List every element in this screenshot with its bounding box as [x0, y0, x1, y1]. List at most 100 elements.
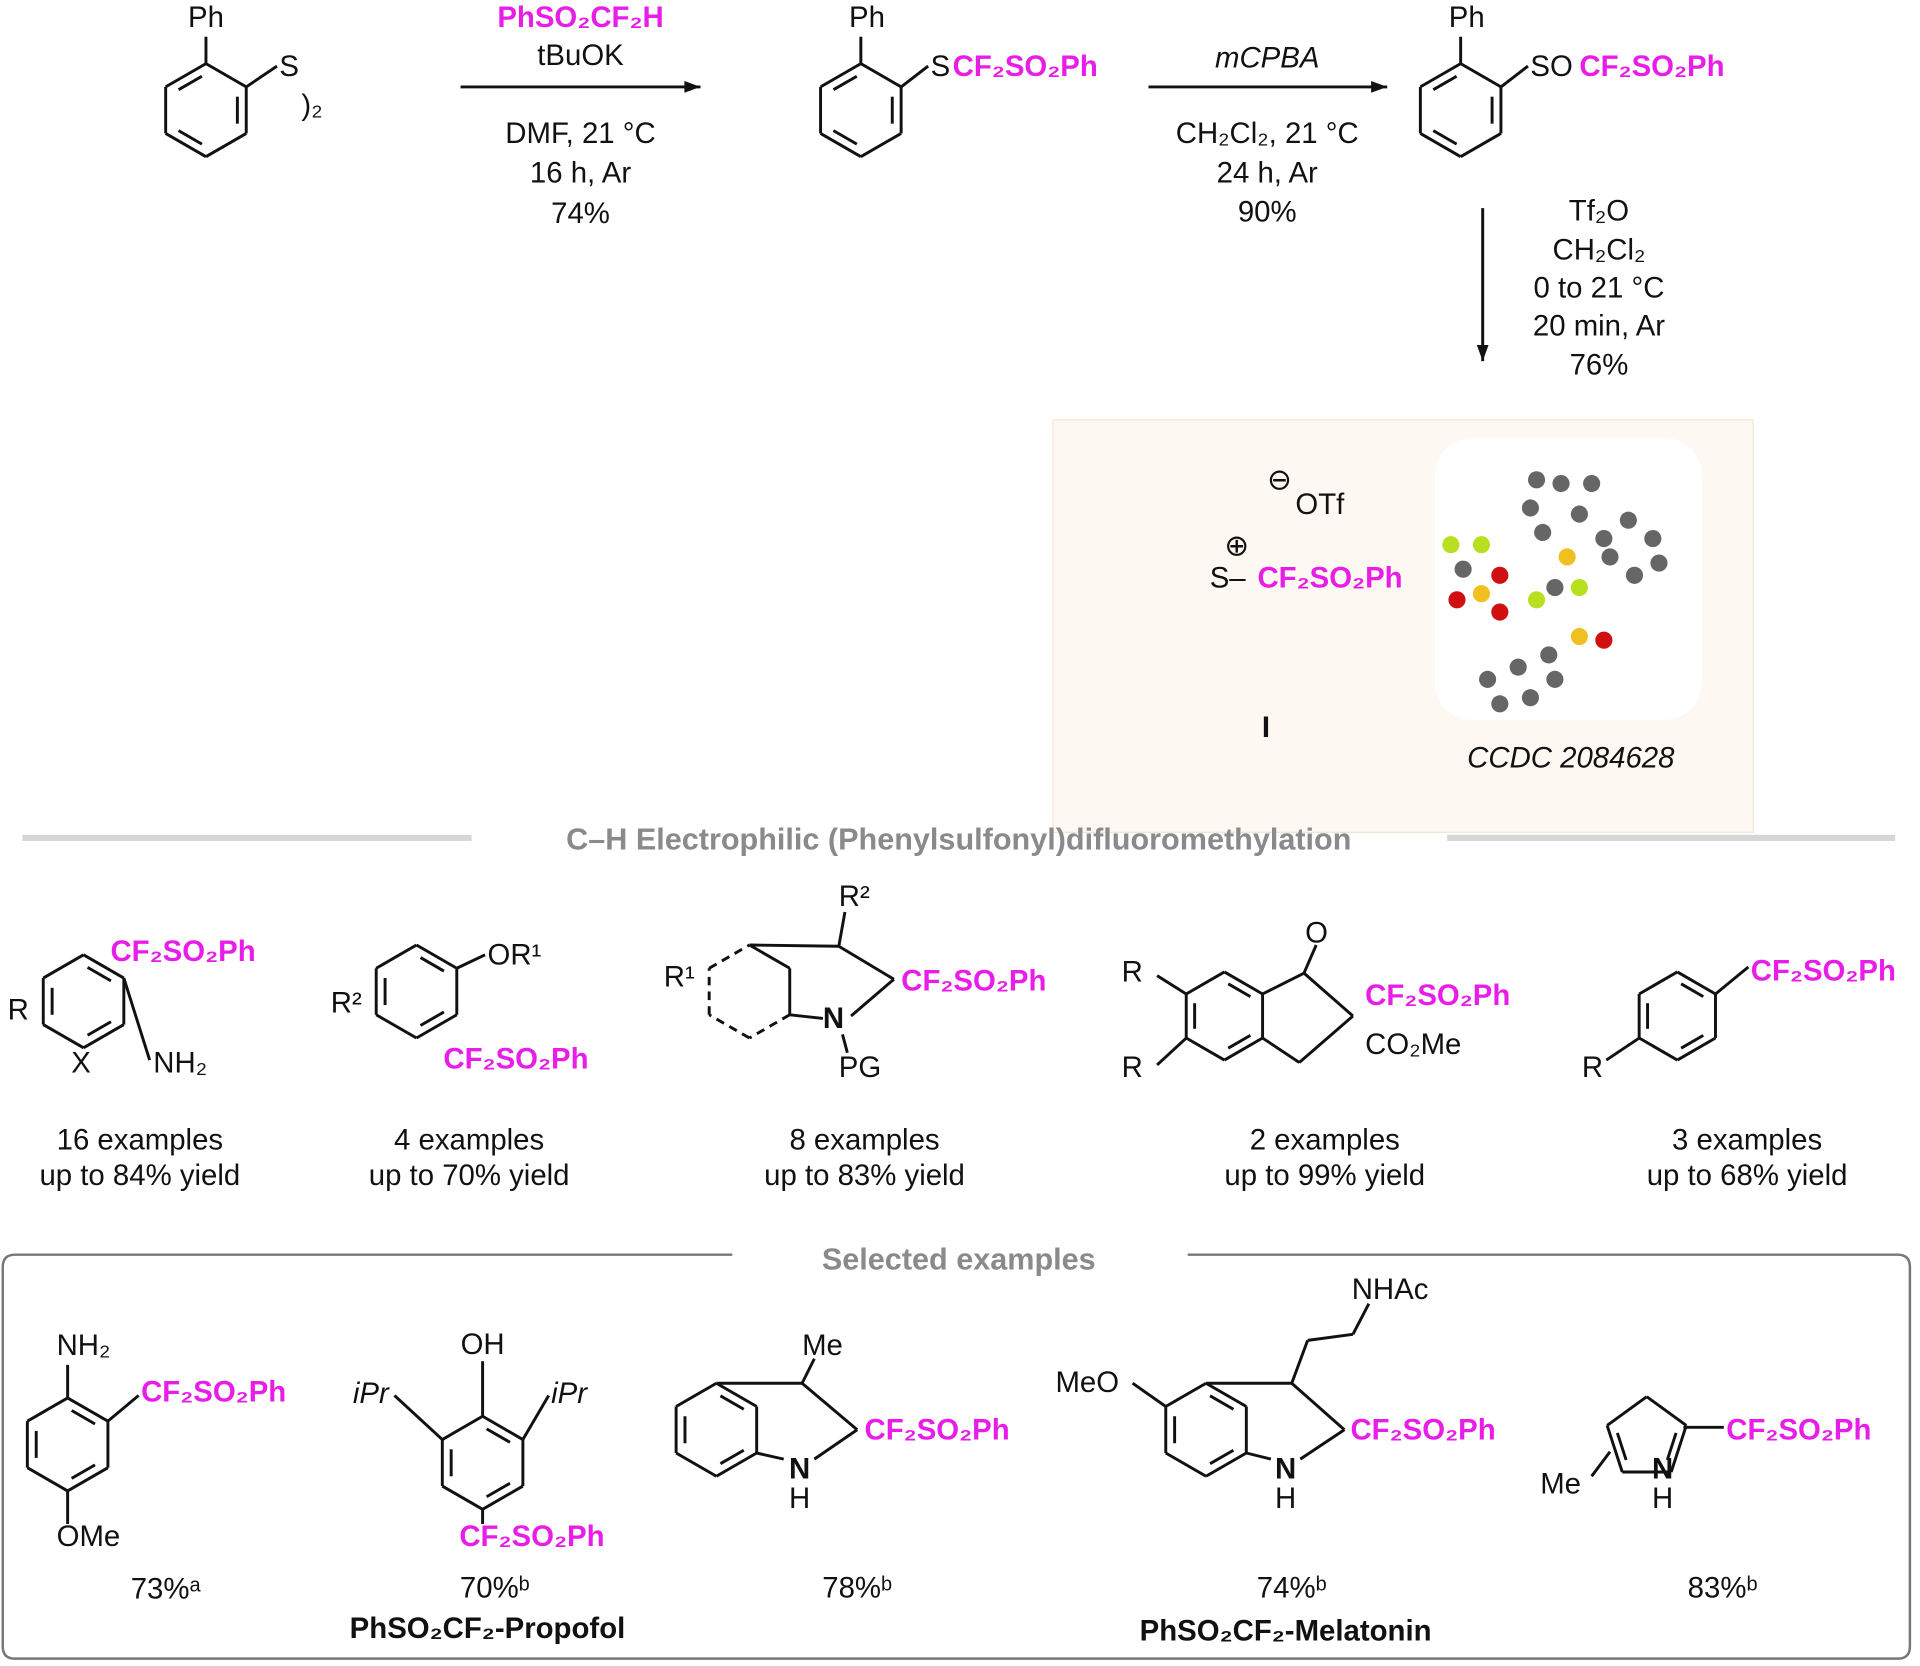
cond: 16 h, Ar: [530, 156, 631, 189]
label-n: N: [1275, 1453, 1296, 1486]
class-aniline: CF₂SO₂Ph R X NH₂: [8, 935, 256, 1079]
benzene-ring: [205, 62, 247, 89]
step1-conditions: PhSO₂CF₂H tBuOK DMF, 21 °C 16 h, Ar 74%: [497, 1, 663, 230]
intermediate-sulfide: Ph S CF₂SO₂Ph: [849, 1, 1098, 83]
bond-drawings: [25, 36, 1750, 1525]
aromatic-ring: [419, 956, 445, 973]
label-n: N: [823, 1002, 844, 1035]
atom: [1570, 505, 1588, 523]
benzo-ring: [748, 943, 791, 970]
label-group: CF₂SO₂Ph: [1350, 1414, 1495, 1447]
benzo-ring: [708, 943, 751, 970]
benzene-ring: [860, 132, 902, 158]
aromatic-ring: [42, 953, 85, 980]
label-r: R: [8, 994, 29, 1027]
aromatic-ring: [485, 1427, 511, 1444]
step3-conditions: Tf₂O CH₂Cl₂ 0 to 21 °C 20 min, Ar 76%: [1533, 194, 1665, 381]
aromatic-ring: [86, 1020, 112, 1037]
label-s: SO: [1530, 50, 1572, 83]
benzene-ring: [1432, 129, 1458, 146]
class-stats: 16 examples up to 84% yield 4 examples u…: [39, 1123, 1847, 1191]
pyrrole-ring: [1669, 1425, 1688, 1473]
atom: [1491, 695, 1509, 713]
atom: [1491, 603, 1509, 621]
label-group: CF₂SO₂Ph: [459, 1520, 604, 1553]
max-yield: up to 70% yield: [369, 1159, 570, 1192]
examples-count: 8 examples: [789, 1123, 939, 1156]
aromatic-ring: [1680, 1034, 1705, 1050]
aromatic-ring: [1638, 970, 1679, 996]
benzene-ring: [164, 132, 207, 158]
bond: [1131, 1382, 1167, 1408]
label-dimer: )₂: [301, 89, 322, 122]
bond: [749, 943, 839, 948]
bond: [1590, 1450, 1612, 1478]
atom: [1479, 670, 1497, 688]
label-group: CF₂SO₂Ph: [1365, 979, 1510, 1012]
benzene-ring: [177, 74, 203, 91]
yield: 90%: [1238, 196, 1297, 229]
atom: [1595, 530, 1613, 548]
benzo-ring: [1209, 1448, 1235, 1465]
reagent: mCPBA: [1215, 41, 1319, 74]
aromatic-ring: [415, 943, 458, 970]
aromatic-ring: [1676, 970, 1717, 996]
bond: [837, 911, 847, 947]
yield: 73%ᵃ: [131, 1573, 202, 1606]
bond: [1245, 1451, 1272, 1461]
label-group: CF₂SO₂Ph: [443, 1043, 588, 1076]
benzo-ring: [715, 1381, 758, 1408]
benzo-ring: [748, 1013, 791, 1040]
label-nhac: NHAc: [1352, 1273, 1429, 1306]
bond: [789, 1013, 824, 1020]
yield: 76%: [1570, 349, 1629, 382]
benzo-ring: [1209, 1394, 1235, 1411]
atom: [1583, 474, 1601, 493]
label-ome: OMe: [57, 1520, 121, 1553]
compound-label: I: [1262, 711, 1270, 744]
examples-count: 4 examples: [394, 1123, 544, 1156]
solvent: CH₂Cl₂: [1553, 234, 1646, 267]
atom: [1558, 548, 1576, 566]
label-me: Me: [802, 1329, 843, 1362]
plus-charge: ⊕: [1224, 530, 1249, 563]
label-nh2: NH₂: [153, 1046, 207, 1079]
atom: [1534, 523, 1552, 542]
aromatic-ring: [485, 1481, 511, 1499]
aromatic-ring: [1680, 982, 1705, 998]
step2-conditions: mCPBA CH₂Cl₂, 21 °C 24 h, Ar 90%: [1176, 41, 1359, 228]
yield: 83%ᵇ: [1688, 1571, 1758, 1604]
label-group: CF₂SO₂Ph: [1726, 1414, 1871, 1447]
benzo-ring: [1205, 1451, 1248, 1478]
benzo-ring: [1205, 1381, 1248, 1408]
bond: [1605, 1036, 1640, 1062]
label-group: CF₂SO₂Ph: [1579, 50, 1724, 83]
arrow-head: [1371, 81, 1388, 93]
label-o: O: [1305, 917, 1328, 950]
benzo-ring: [715, 1451, 758, 1478]
label-h: H: [789, 1482, 810, 1515]
ccdc-number: CCDC 2084628: [1467, 742, 1675, 775]
atom: [1625, 566, 1644, 584]
label-s: S: [279, 50, 299, 83]
label-h: H: [1275, 1482, 1296, 1515]
aromatic-ring: [1227, 982, 1252, 998]
max-yield: up to 83% yield: [764, 1159, 965, 1192]
aromatic-ring: [1638, 1036, 1679, 1062]
atom: [1509, 658, 1527, 676]
bond: [801, 1382, 859, 1431]
aromatic-ring: [1185, 970, 1226, 996]
aromatic-ring: [42, 1023, 85, 1050]
bond: [841, 1033, 849, 1054]
benzene-ring: [1459, 62, 1502, 89]
benzene-ring: [819, 62, 862, 89]
label-meo: MeO: [1055, 1366, 1119, 1399]
label-pg: PG: [839, 1051, 881, 1084]
yield: 74%ᵇ: [1257, 1571, 1327, 1604]
pyrrole-ring: [1645, 1395, 1688, 1427]
aromatic-ring: [86, 966, 112, 983]
bond: [106, 1394, 140, 1423]
class-indanone: O R CF₂SO₂Ph CO₂Me R: [1122, 917, 1511, 1085]
benzo-ring: [1165, 1451, 1207, 1478]
